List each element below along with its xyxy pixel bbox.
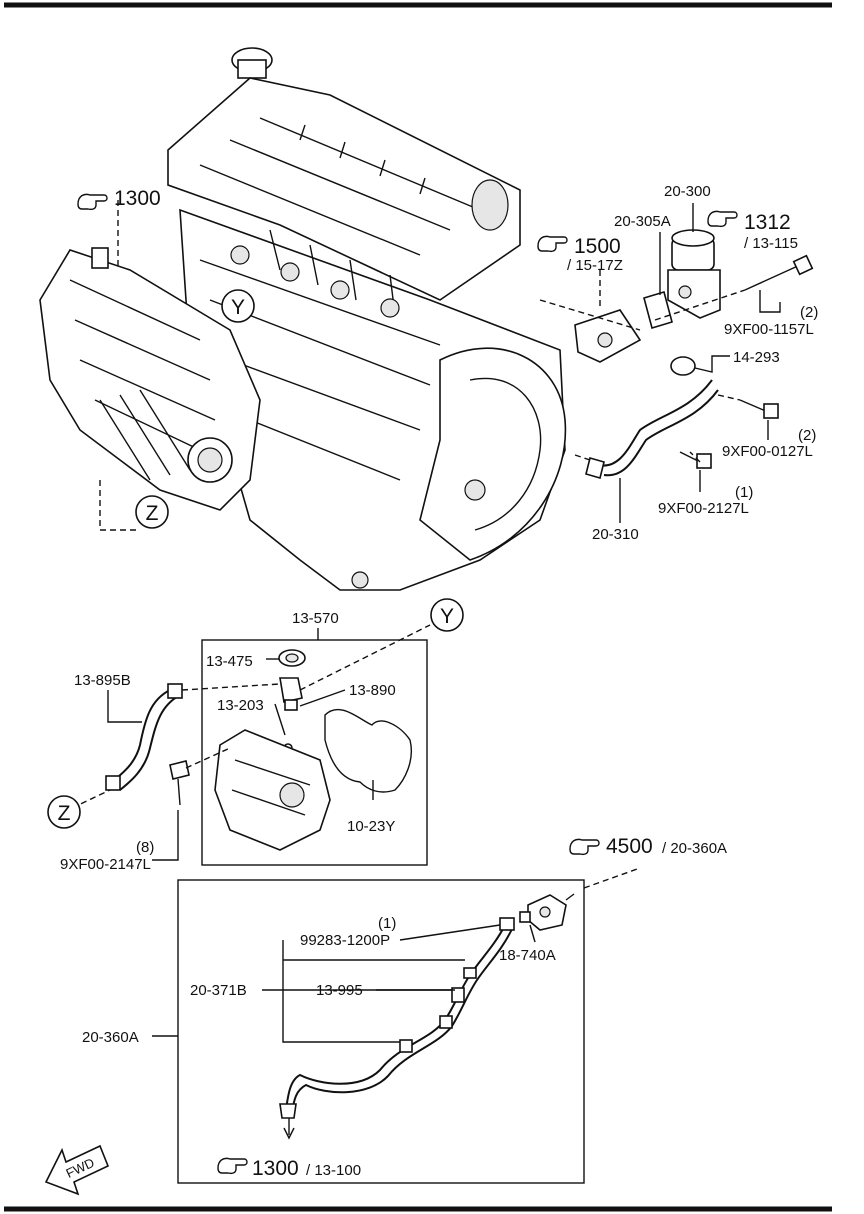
vacuum-hose-group <box>279 867 641 1140</box>
ref-1300-bottom: 1300 <box>252 1157 299 1180</box>
svg-text:Y: Y <box>440 605 454 628</box>
svg-text:Z: Z <box>58 802 71 825</box>
label-99283-1200p: 99283-1200P <box>300 932 390 949</box>
engine-illustration <box>39 47 567 591</box>
pointing-hand-icon <box>707 210 738 228</box>
ref-20-360a: / 20-360A <box>662 840 727 857</box>
part-labels: 1300 20-300 20-305A 1312 / 13-115 1500 /… <box>60 183 818 1180</box>
ref-1500: 1500 <box>574 235 621 258</box>
callout-z-engine: Z <box>135 495 169 529</box>
pointing-hand-icon <box>217 1157 248 1175</box>
ref-13-115: / 13-115 <box>744 235 798 252</box>
qty-0127: (2) <box>798 427 816 444</box>
ref-4500: 4500 <box>606 835 653 858</box>
label-9xf00-0127l: 9XF00-0127L <box>722 443 813 460</box>
label-20-371b: 20-371B <box>190 982 247 999</box>
vacuum-hose-box <box>177 879 585 1184</box>
label-20-300: 20-300 <box>664 183 711 200</box>
label-9xf00-2127l: 9XF00-2127L <box>658 500 749 517</box>
ref-1300-top: 1300 <box>114 187 161 210</box>
oil-separator-group <box>71 624 431 851</box>
qty-2127: (1) <box>735 484 753 501</box>
label-20-305a: 20-305A <box>614 213 671 230</box>
callout-y-engine: Y <box>221 289 255 323</box>
ref-15-17z: / 15-17Z <box>567 257 623 274</box>
label-9xf00-1157l: 9XF00-1157L <box>724 321 814 338</box>
label-14-293: 14-293 <box>733 349 780 366</box>
pointing-hand-icon <box>569 838 600 856</box>
pointing-hand-icon <box>537 235 568 253</box>
callout-y-separator: Y <box>430 598 464 632</box>
label-9xf00-2147l: 9XF00-2147L <box>60 856 151 873</box>
label-13-895b: 13-895B <box>74 672 131 689</box>
oil-separator-box <box>201 639 428 866</box>
egr-valve-group <box>539 229 814 479</box>
qty-1157: (2) <box>800 304 818 321</box>
leader-lines <box>107 203 781 1037</box>
label-18-740a: 18-740A <box>499 947 556 964</box>
label-20-310: 20-310 <box>592 526 639 543</box>
label-13-890: 13-890 <box>349 682 396 699</box>
pointing-hand-icon <box>77 193 108 211</box>
callout-z-hose: Z <box>47 795 81 829</box>
qty-2147: (8) <box>136 839 154 856</box>
label-13-203: 13-203 <box>217 697 264 714</box>
label-13-570: 13-570 <box>292 610 339 627</box>
label-10-23y: 10-23Y <box>347 818 395 835</box>
svg-text:Z: Z <box>146 502 159 525</box>
label-20-360a: 20-360A <box>82 1029 139 1046</box>
ref-1312: 1312 <box>744 211 791 234</box>
label-13-475: 13-475 <box>206 653 253 670</box>
svg-text:Y: Y <box>231 296 245 319</box>
ref-13-100: / 13-100 <box>306 1162 361 1179</box>
qty-99283: (1) <box>378 915 396 932</box>
label-13-995: 13-995 <box>316 982 363 999</box>
forward-arrow-icon: FWD <box>44 1144 110 1196</box>
